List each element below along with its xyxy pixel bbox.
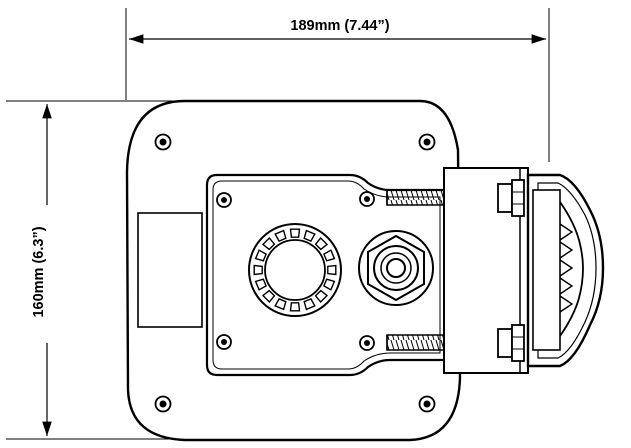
spline-tooth bbox=[314, 289, 329, 304]
clamp-jaw-inner bbox=[537, 182, 597, 359]
spline-tooth bbox=[327, 264, 337, 276]
rod-nut-top bbox=[497, 179, 525, 217]
spline-tooth bbox=[314, 236, 329, 251]
clamp-tooth bbox=[559, 223, 574, 241]
corner-screw-bottom-right bbox=[418, 395, 436, 413]
width-dimension: 189mm (7.44”) bbox=[125, 8, 550, 162]
spline-tooth bbox=[274, 298, 287, 311]
spline-tooth bbox=[289, 228, 301, 238]
plate-screw-top-right bbox=[359, 191, 375, 207]
plate-screw-top-left bbox=[216, 192, 232, 208]
clamp-teeth bbox=[559, 223, 574, 313]
clamp-tooth bbox=[559, 241, 574, 259]
clamp-body bbox=[443, 167, 529, 374]
width-label: 189mm (7.44”) bbox=[290, 18, 389, 34]
spline-ring bbox=[248, 223, 342, 317]
spline-tooth bbox=[274, 229, 287, 242]
spline-tooth bbox=[253, 264, 263, 276]
corner-screw-top-left bbox=[154, 133, 172, 151]
corner-screw-top-right bbox=[418, 133, 436, 151]
rod-nut-bottom bbox=[497, 324, 525, 362]
spline-tooth bbox=[303, 229, 316, 242]
clamp-tooth bbox=[559, 259, 574, 277]
clamp-tooth bbox=[559, 295, 574, 313]
mounting-plate-inner-edge bbox=[212, 180, 441, 370]
label-recess bbox=[137, 212, 203, 328]
spline-tooth bbox=[254, 249, 267, 262]
spline-tooth bbox=[323, 278, 336, 291]
spline-tooth bbox=[254, 278, 267, 291]
spline-tooth bbox=[261, 236, 276, 251]
clamp-jaw-opening bbox=[559, 201, 584, 337]
clamp-jaw bbox=[526, 173, 605, 368]
spline-tooth bbox=[261, 289, 276, 304]
spline-tooth bbox=[289, 302, 301, 312]
plate-screw-bottom-left bbox=[216, 334, 232, 350]
spline-tooth bbox=[303, 298, 316, 311]
clamp-plate bbox=[532, 189, 561, 351]
height-label: 160mm (6.3”) bbox=[31, 226, 47, 317]
height-dimension: 160mm (6.3”) bbox=[6, 100, 190, 440]
spline-tooth bbox=[323, 249, 336, 262]
corner-screw-bottom-left bbox=[154, 395, 172, 413]
clamp-tooth bbox=[559, 277, 574, 295]
hex-fitting bbox=[358, 230, 434, 306]
plate-screw-bottom-right bbox=[359, 335, 375, 351]
